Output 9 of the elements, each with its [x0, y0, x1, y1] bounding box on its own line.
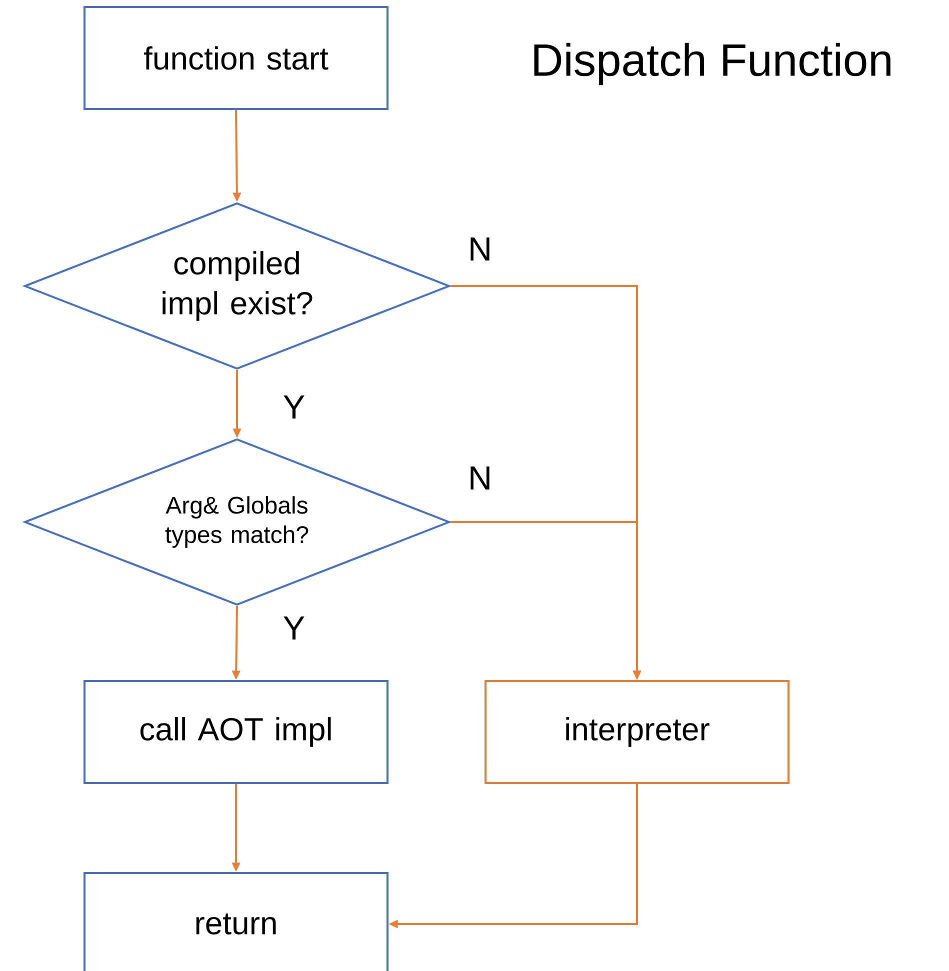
edge-label: N [466, 236, 494, 262]
process-box: call AOT impl [84, 680, 388, 784]
process-box: interpreter [484, 680, 790, 784]
process-box: return [84, 872, 388, 971]
edge-label: N [466, 465, 494, 491]
title: Dispatch Function [534, 42, 890, 86]
edge-label: Y [282, 615, 306, 641]
edge-label: Y [282, 394, 306, 420]
process-box: function start [84, 6, 388, 110]
